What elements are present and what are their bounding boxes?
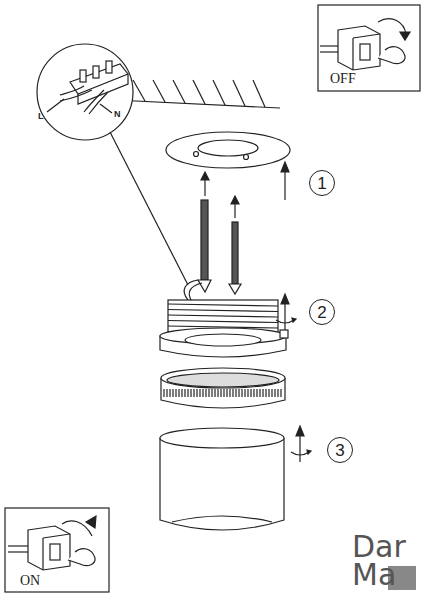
callout-circle: 1 [309, 170, 335, 196]
light-source [161, 368, 285, 408]
screw [198, 172, 241, 294]
callout-circle: 3 [327, 437, 353, 463]
wire-label: N [114, 110, 121, 119]
switch-label: ON [20, 574, 40, 588]
callout-number: 2 [317, 304, 326, 321]
wire-label: L [38, 112, 44, 121]
switch-label: OFF [330, 72, 356, 86]
callout-circle: 2 [309, 299, 335, 325]
logo-text: Dar [352, 532, 406, 562]
lamp-shade [160, 428, 284, 530]
logo-text: Ma [352, 560, 396, 590]
threaded-holder [160, 300, 288, 357]
terminal-detail [37, 44, 188, 285]
switch-off-inset [318, 5, 420, 91]
switch-on-inset [5, 508, 109, 592]
mounting-plate [166, 132, 290, 168]
callout-number: 3 [335, 442, 344, 459]
callout-number: 1 [317, 175, 326, 192]
ceiling [113, 80, 280, 108]
